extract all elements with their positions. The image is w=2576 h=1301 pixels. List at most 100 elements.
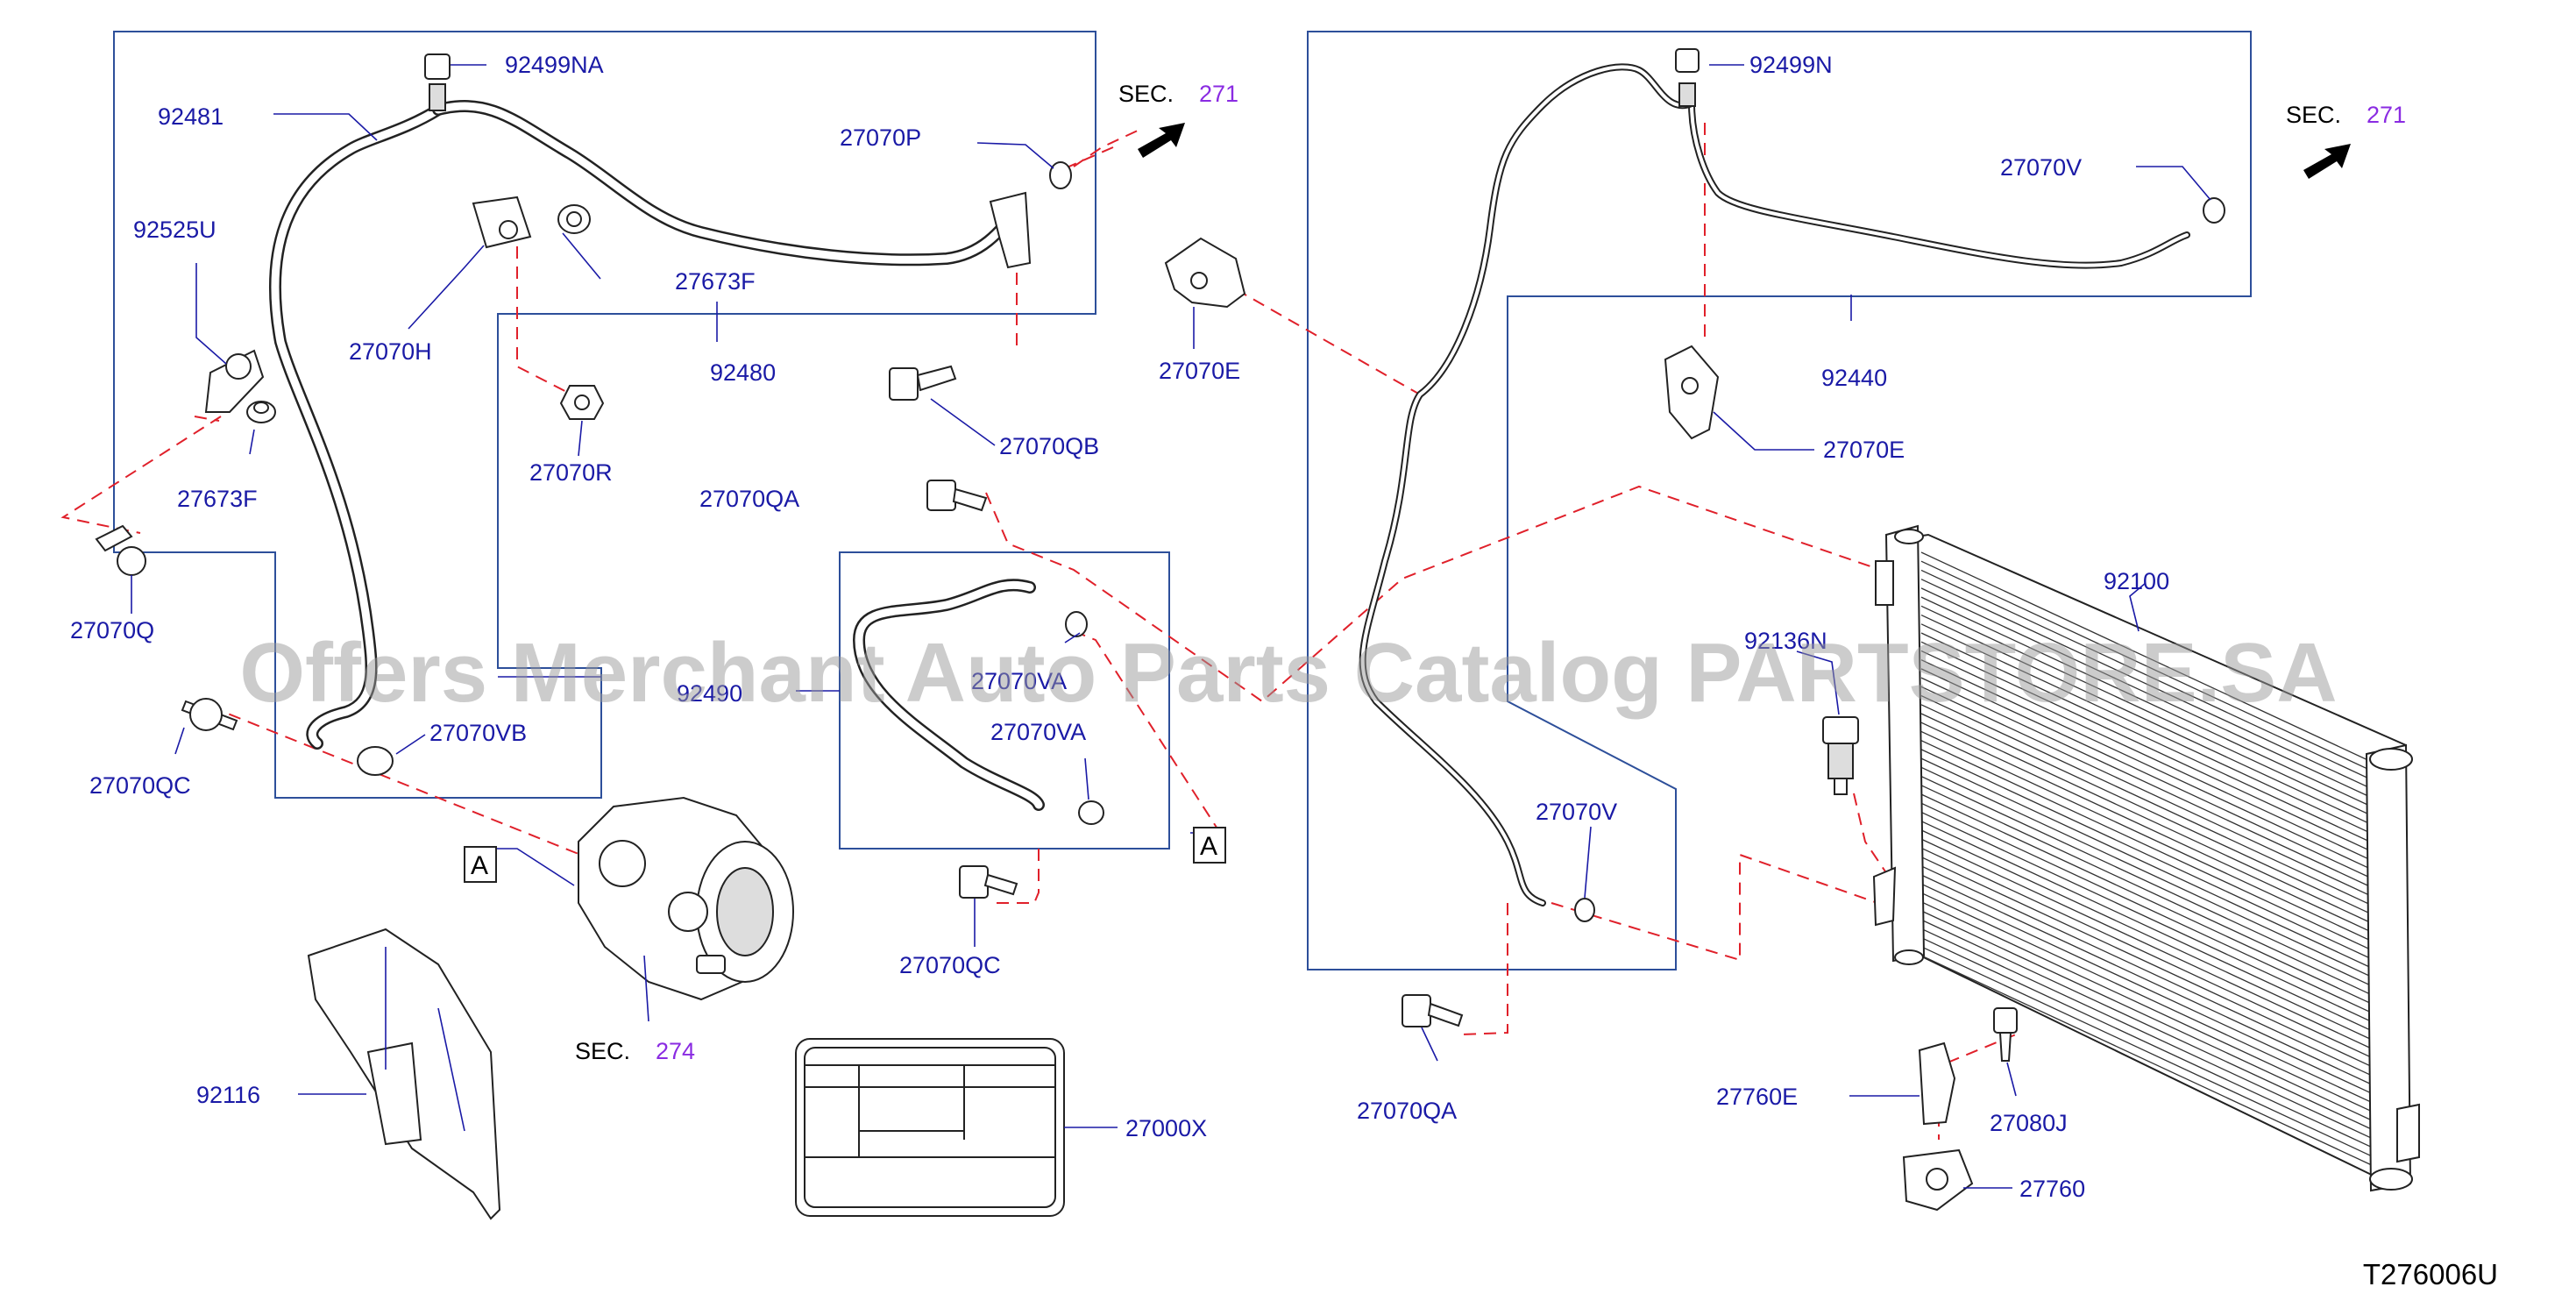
part-label: 27070E [1159, 358, 1240, 384]
section-ref-271-left: SEC. 271 [1118, 81, 1238, 158]
condenser-fin-line [1920, 551, 2374, 764]
charge-valve-cap-92499n [1675, 48, 1700, 107]
bolt-27070qa-middle [926, 480, 988, 512]
section-number: 271 [1199, 81, 1238, 107]
part-label: 27070Q [70, 617, 154, 643]
pressure-sensor-92136n [1822, 716, 1859, 795]
part-label: 92499NA [505, 52, 604, 78]
condenser-fin-line [1920, 811, 2374, 1024]
diagram-code: T276006U [2363, 1258, 2498, 1290]
condenser-fin-line [1920, 623, 2374, 835]
condenser-fin-line [1920, 874, 2374, 1086]
condenser-fin-line [1920, 775, 2374, 988]
part-label: 27070VA [990, 719, 1086, 745]
part-label: 27070VB [429, 720, 527, 746]
bracket-92525u [204, 349, 265, 413]
part-label: 92490 [677, 680, 742, 707]
part-label: 27673F [177, 486, 258, 512]
condenser-fin-line [1920, 829, 2374, 1042]
section-prefix: SEC. [1118, 81, 1174, 107]
part-label: 27070E [1823, 437, 1905, 463]
section-ref-271-right: SEC. 271 [2286, 102, 2406, 179]
condenser-fin-line [1920, 596, 2374, 808]
condenser-fin-line [1920, 946, 2374, 1158]
part-label: 27070QC [899, 952, 1001, 978]
part-label: 92116 [196, 1082, 260, 1108]
part-label: 92481 [158, 103, 224, 130]
condenser-fin-line [1920, 883, 2374, 1095]
condenser-fin-line [1920, 955, 2374, 1167]
condenser-fin-line [1920, 802, 2374, 1014]
condenser-fin-line [1920, 793, 2374, 1006]
compressor [578, 796, 794, 1022]
condenser-fin-line [1920, 865, 2374, 1077]
part-label: 27070H [349, 338, 432, 365]
o-ring-27070v-upper [2203, 197, 2225, 224]
bracket-27070p [989, 191, 1032, 269]
condenser-fin-line [1920, 919, 2374, 1131]
part-label: 27070QA [699, 486, 799, 512]
o-ring-27070va-lower [1078, 800, 1104, 825]
pipe-92440 [1688, 100, 2190, 269]
part-label: 92100 [2104, 568, 2169, 594]
hose-assembly-92481 [269, 103, 444, 750]
condenser-fin-line [1920, 641, 2374, 853]
nut-27070r [559, 385, 605, 420]
condenser-fin-line [1920, 785, 2374, 997]
condenser-fin-line [1920, 579, 2374, 791]
condenser-fin-line [1920, 928, 2374, 1140]
frame-lines [113, 31, 2252, 970]
part-label: 27070QC [89, 772, 191, 799]
arrow-icon [2303, 144, 2351, 179]
condenser-fin-line [1920, 856, 2374, 1069]
ref-marker-letter: A [471, 851, 488, 880]
part-label: 27070R [529, 459, 613, 486]
part-label: 92136N [1744, 628, 1827, 654]
part-label: 92440 [1821, 365, 1887, 391]
condenser-fin-line [1920, 892, 2374, 1105]
condenser-fin-line [1920, 659, 2374, 871]
part-label: 27070P [840, 124, 921, 151]
ref-marker-a-left: A [464, 846, 497, 883]
condenser-fin-line [1920, 766, 2374, 978]
o-ring-27070vb [357, 746, 394, 776]
condenser-fin-line [1920, 936, 2374, 1149]
condenser-fin-line [1920, 730, 2374, 943]
part-label: 27000X [1125, 1115, 1207, 1141]
section-ref-274: SEC. 274 [575, 1038, 695, 1064]
bolt-27080j [1993, 1007, 2018, 1062]
bolt-27070qc-middle [959, 865, 1018, 899]
condenser-fin-line [1920, 569, 2374, 782]
condenser-fin-line [1920, 686, 2374, 898]
section-prefix: SEC. [2286, 102, 2341, 128]
bracket-27070e-lower [1664, 345, 1720, 440]
part-label: 27070QA [1357, 1098, 1457, 1124]
part-label: 27760E [1716, 1084, 1798, 1110]
fitting-27070h [472, 196, 532, 249]
ref-marker-letter: A [1200, 832, 1217, 861]
condenser-fin-line [1920, 650, 2374, 863]
bolt-27070qc-left [181, 698, 238, 731]
bolt-27070qa-right [1402, 994, 1464, 1027]
condenser-fin-line [1920, 668, 2374, 880]
hose-assembly-92480 [432, 100, 1023, 267]
condenser-fin-line [1920, 740, 2374, 952]
caution-label-27000x [795, 1038, 1065, 1217]
part-label: 27070QB [999, 433, 1099, 459]
charge-valve-cap-92499na [424, 53, 451, 111]
condenser-fin-line [1920, 704, 2374, 916]
part-label: 92499N [1749, 52, 1833, 78]
o-ring-27673f-lower [246, 401, 276, 423]
part-label: 27070VA [971, 668, 1067, 694]
condenser-fin-line [1920, 910, 2374, 1122]
condenser-92100 [1872, 524, 2420, 1192]
condenser-fin-line [1920, 847, 2374, 1059]
hose-assembly-92490 [853, 579, 1045, 811]
part-label: 27673F [675, 268, 756, 295]
bracket-27760e [1918, 1042, 1956, 1126]
o-ring-27673f-upper [557, 204, 591, 234]
condenser-fins [1920, 551, 2374, 1167]
o-ring-27070p [1049, 161, 1072, 189]
pipe-main-right [1359, 63, 1695, 906]
